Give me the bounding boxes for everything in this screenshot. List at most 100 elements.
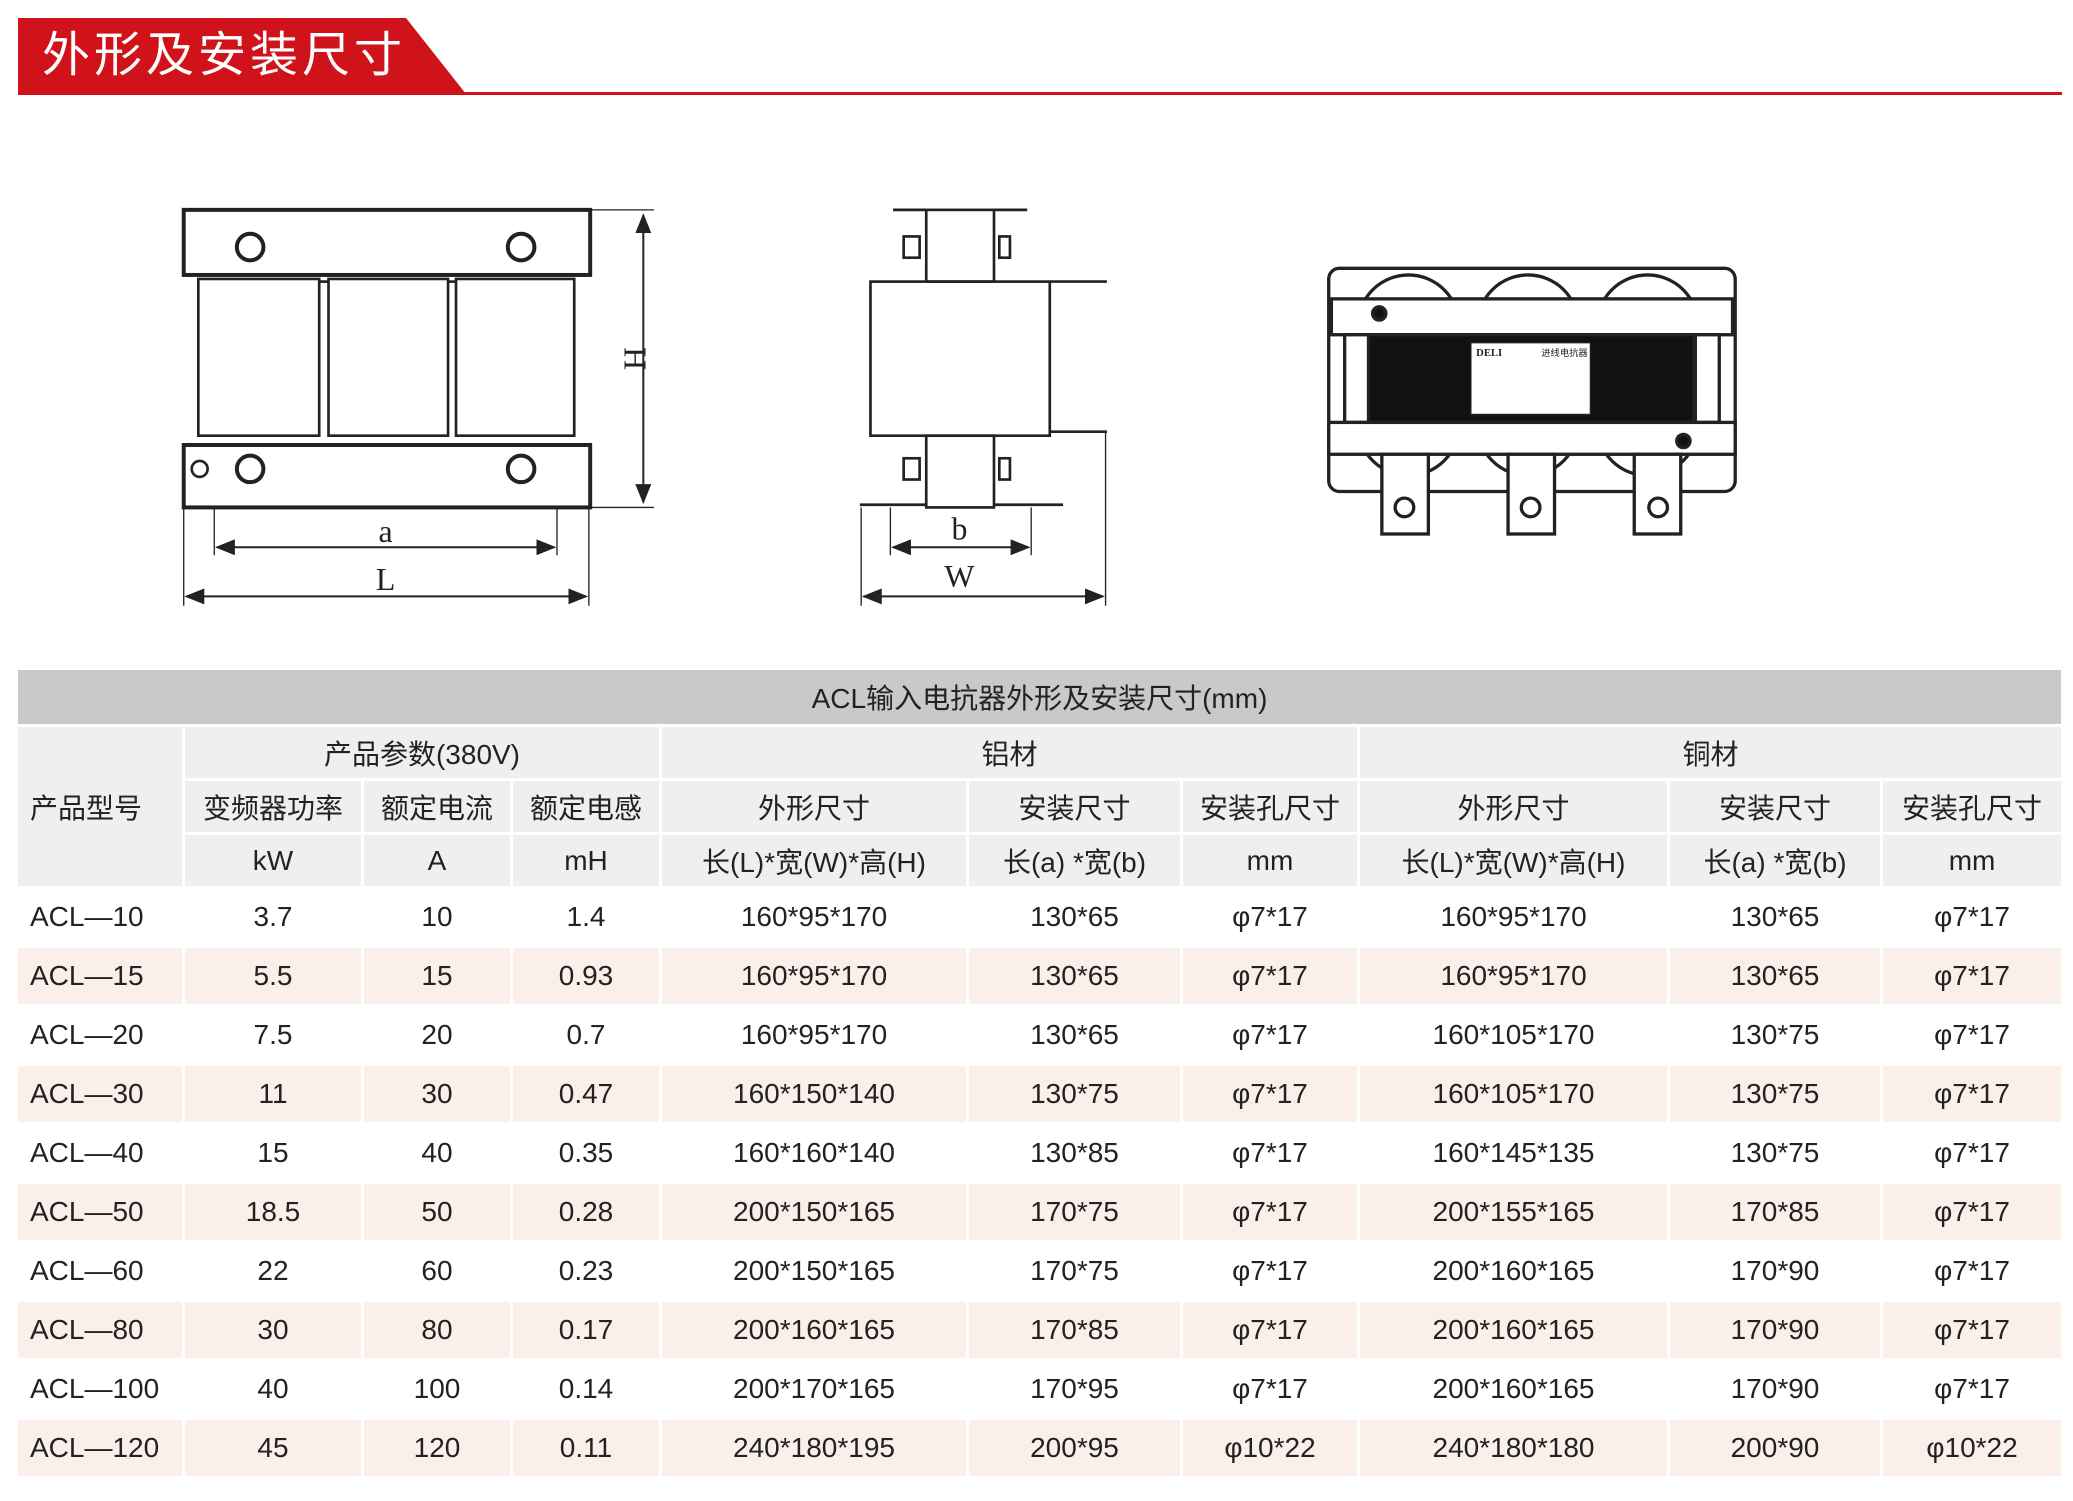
table-cell: φ7*17: [1883, 1125, 2062, 1181]
table-cell: 200*155*165: [1360, 1184, 1667, 1240]
table-cell: 170*75: [969, 1243, 1180, 1299]
table-cell: 0.14: [513, 1361, 659, 1417]
dim-a-label: a: [379, 514, 393, 549]
table-cell: φ10*22: [1883, 1420, 2062, 1476]
model-cell: ACL—15: [18, 948, 182, 1004]
model-cell: ACL—60: [18, 1243, 182, 1299]
section-title: 外形及安装尺寸: [42, 29, 407, 82]
table-cell: φ7*17: [1883, 948, 2062, 1004]
dim-L-label: L: [376, 562, 395, 597]
unit-header: A: [364, 835, 510, 886]
table-cell: φ7*17: [1883, 1007, 2062, 1063]
table-cell: 120: [364, 1420, 510, 1476]
table-cell: 160*95*170: [662, 948, 966, 1004]
side-view: [859, 208, 1107, 606]
table-cell: 200*160*165: [1360, 1302, 1667, 1358]
model-cell: ACL—20: [18, 1007, 182, 1063]
table-cell: 1.4: [513, 889, 659, 945]
column-header: 额定电感: [513, 781, 659, 832]
table-cell: 130*75: [1670, 1066, 1880, 1122]
table-cell: 130*65: [1670, 948, 1880, 1004]
table-cell: 22: [185, 1243, 361, 1299]
column-header: 安装孔尺寸: [1183, 781, 1357, 832]
group-copper-header: 铜材: [1360, 727, 2062, 778]
table-cell: 170*85: [969, 1302, 1180, 1358]
nameplate-brand: DELI: [1476, 348, 1502, 359]
table-cell: 200*90: [1670, 1420, 1880, 1476]
table-cell: 160*95*170: [662, 1007, 966, 1063]
dim-H-label: H: [618, 347, 653, 370]
front-view: [181, 207, 654, 606]
model-cell: ACL—10: [18, 889, 182, 945]
table-cell: φ7*17: [1183, 889, 1357, 945]
model-cell: ACL—100: [18, 1361, 182, 1417]
divider: [18, 92, 2062, 95]
table-cell: 170*85: [1670, 1184, 1880, 1240]
table-cell: 45: [185, 1420, 361, 1476]
dim-b-label: b: [951, 511, 967, 546]
table-cell: 200*160*165: [1360, 1243, 1667, 1299]
table-cell: 100: [364, 1361, 510, 1417]
table-cell: 160*95*170: [662, 889, 966, 945]
table-cell: 0.23: [513, 1243, 659, 1299]
table-cell: 130*65: [1670, 889, 1880, 945]
table-cell: 200*150*165: [662, 1243, 966, 1299]
table-cell: 170*95: [969, 1361, 1180, 1417]
table-cell: φ7*17: [1183, 1125, 1357, 1181]
unit-header: 长(a) *宽(b): [1670, 835, 1880, 886]
column-header: 安装尺寸: [969, 781, 1180, 832]
table-cell: 30: [364, 1066, 510, 1122]
table-cell: 160*95*170: [1360, 948, 1667, 1004]
model-cell: ACL—40: [18, 1125, 182, 1181]
table-cell: φ7*17: [1883, 1361, 2062, 1417]
section-banner: [18, 18, 466, 94]
table-cell: φ7*17: [1183, 1361, 1357, 1417]
unit-header: mm: [1183, 835, 1357, 886]
dim-W-label: W: [944, 559, 975, 594]
unit-header: kW: [185, 835, 361, 886]
table-cell: 160*160*140: [662, 1125, 966, 1181]
table-cell: 7.5: [185, 1007, 361, 1063]
group-aluminum-header: 铝材: [662, 727, 1357, 778]
table-cell: φ10*22: [1183, 1420, 1357, 1476]
column-header: 外形尺寸: [1360, 781, 1667, 832]
table-cell: 160*105*170: [1360, 1066, 1667, 1122]
model-cell: ACL—50: [18, 1184, 182, 1240]
table-cell: 18.5: [185, 1184, 361, 1240]
perspective-view: [1327, 266, 1737, 536]
group-params-header: 产品参数(380V): [185, 727, 659, 778]
table-cell: 30: [185, 1302, 361, 1358]
table-cell: 0.93: [513, 948, 659, 1004]
column-header: 外形尺寸: [662, 781, 966, 832]
table-cell: 200*160*165: [662, 1302, 966, 1358]
table-cell: 200*160*165: [1360, 1361, 1667, 1417]
table-cell: φ7*17: [1183, 1243, 1357, 1299]
table-cell: 160*150*140: [662, 1066, 966, 1122]
table-cell: φ7*17: [1183, 948, 1357, 1004]
nameplate-title: 进线电抗器: [1541, 347, 1588, 359]
table-cell: 10: [364, 889, 510, 945]
table-cell: 0.47: [513, 1066, 659, 1122]
table-cell: φ7*17: [1183, 1184, 1357, 1240]
table-cell: 130*75: [969, 1066, 1180, 1122]
table-cell: 50: [364, 1184, 510, 1240]
model-cell: ACL—30: [18, 1066, 182, 1122]
table-cell: 0.28: [513, 1184, 659, 1240]
table-cell: 200*150*165: [662, 1184, 966, 1240]
table-cell: φ7*17: [1883, 1066, 2062, 1122]
column-header: 安装孔尺寸: [1883, 781, 2062, 832]
table-cell: 5.5: [185, 948, 361, 1004]
table-cell: 200*170*165: [662, 1361, 966, 1417]
column-header: 变频器功率: [185, 781, 361, 832]
table-cell: 0.11: [513, 1420, 659, 1476]
table-cell: 170*90: [1670, 1243, 1880, 1299]
